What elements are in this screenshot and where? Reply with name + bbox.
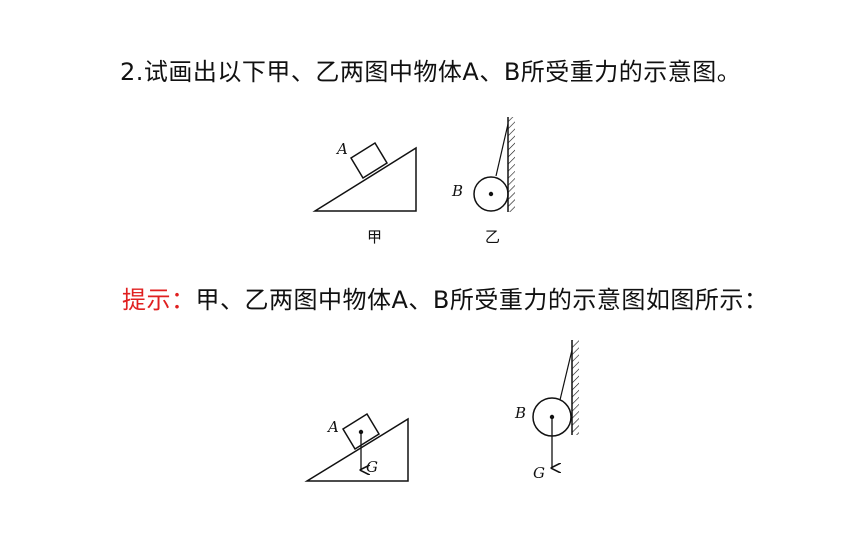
caption-yi: 乙	[485, 228, 500, 246]
label-g-b: G	[533, 464, 545, 482]
caption-jia: 甲	[367, 228, 382, 246]
label-b-top: B	[451, 182, 463, 200]
rope-top	[495, 123, 509, 177]
label-a-bottom: A	[326, 418, 339, 436]
hint-label: 提示：	[122, 286, 196, 314]
block-a-jia	[349, 141, 389, 180]
label-b-bottom: B	[514, 404, 526, 422]
figure-yi: B 乙	[451, 117, 515, 246]
ball-b-center-top	[488, 191, 494, 197]
rope-bottom	[559, 349, 573, 401]
hint-line: 提示：甲、乙两图中物体A、B所受重力的示意图如图所示：	[122, 280, 768, 315]
figure-jia: A 甲	[312, 140, 417, 246]
wall-hatch-bottom	[572, 340, 579, 435]
incline-answer	[304, 417, 409, 482]
block-a-answer	[341, 412, 381, 451]
label-g-a: G	[366, 458, 378, 476]
wall-hatch-top	[508, 117, 515, 212]
figure-answer-b: B G	[514, 340, 579, 482]
question-text: 2.试画出以下甲、乙两图中物体A、B所受重力的示意图。	[120, 58, 742, 86]
ball-b-top	[473, 176, 509, 212]
hint-text: 甲、乙两图中物体A、B所受重力的示意图如图所示：	[195, 286, 769, 314]
incline-jia	[312, 146, 417, 212]
figure-answer-a: A G	[304, 412, 409, 482]
label-a-top: A	[335, 140, 348, 158]
